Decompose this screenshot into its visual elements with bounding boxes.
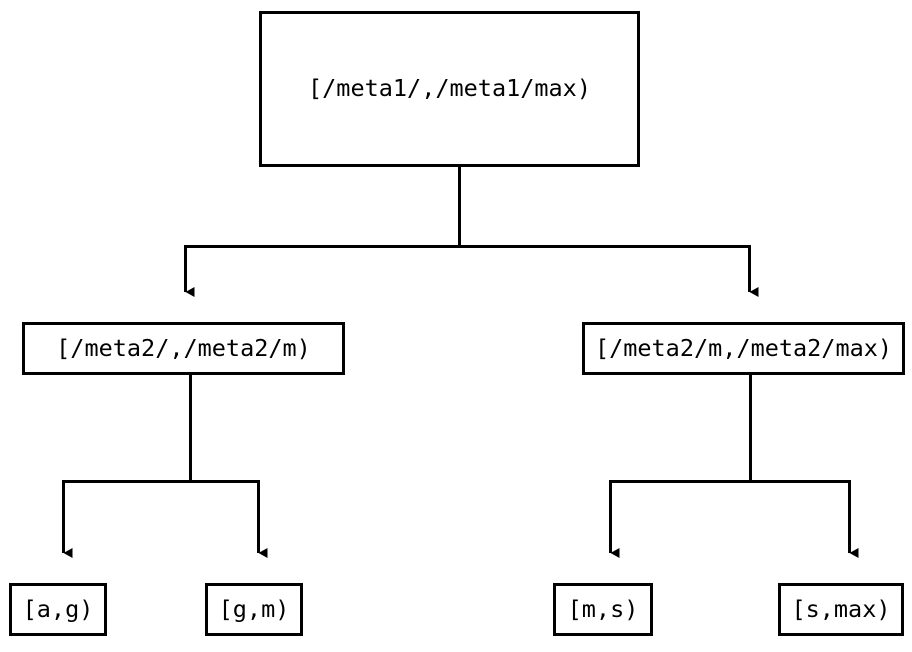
- tree-node-leaf-m-s[interactable]: [m,s): [553, 583, 653, 636]
- tree-node-root[interactable]: [/meta1/,/meta1/max): [259, 11, 640, 167]
- tree-node-mid-left[interactable]: [/meta2/,/meta2/m): [22, 322, 345, 375]
- edge-mid-left-to-leaf-a-g: [62, 375, 192, 558]
- edge-mid-left-to-leaf-g-m: [189, 375, 268, 558]
- tree-node-leaf-s-max[interactable]: [s,max): [778, 583, 904, 636]
- edge-mid-right-to-leaf-s-max: [749, 375, 859, 558]
- edge-mid-right-to-leaf-m-s: [609, 375, 752, 558]
- edge-root-to-mid-left: [184, 167, 461, 297]
- tree-node-leaf-a-g[interactable]: [a,g): [9, 583, 107, 636]
- edge-root-to-mid-right: [458, 167, 759, 297]
- tree-node-leaf-g-m[interactable]: [g,m): [205, 583, 303, 636]
- tree-node-mid-right[interactable]: [/meta2/m,/meta2/max): [582, 322, 905, 375]
